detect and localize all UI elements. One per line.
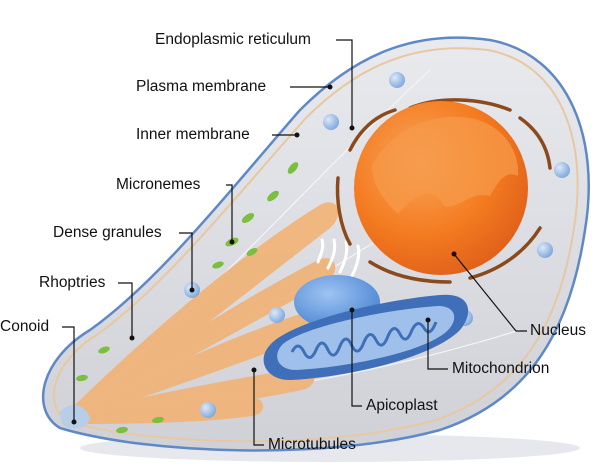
label-nucleus: Nucleus: [530, 322, 586, 339]
leader-apicoplast: [351, 310, 362, 407]
label-apicoplast: Apicoplast: [366, 397, 438, 414]
dense-granules-shape: [184, 72, 570, 418]
leader-er: [336, 39, 353, 128]
label-mitochondrion: Mitochondrion: [452, 360, 550, 377]
leader-mito: [427, 320, 448, 370]
leader-conoid: [62, 326, 75, 422]
inner-membrane-shape: [53, 47, 579, 443]
label-endoplasmic-reticulum: Endoplasmic reticulum: [155, 31, 311, 48]
leader-nucleus: [453, 253, 527, 332]
label-dense-granules: Dense granules: [53, 224, 162, 241]
nucleus-chromatin: [372, 116, 519, 214]
label-plasma-membrane: Plasma membrane: [136, 78, 267, 95]
leader-dense: [179, 232, 193, 290]
conoid-shape: [60, 404, 90, 429]
golgi-shape: [316, 238, 361, 278]
label-micronemes: Micronemes: [116, 176, 201, 193]
label-inner-membrane: Inner membrane: [136, 126, 250, 143]
leader-micronemes: [226, 184, 233, 242]
label-rhoptries: Rhoptries: [39, 274, 106, 291]
rhoptries-shape: [70, 202, 346, 424]
mitochondrion-cristae: [290, 321, 438, 359]
leader-microtubules: [253, 370, 264, 446]
label-conoid: Conoid: [0, 318, 50, 335]
leader-rhoptries: [118, 282, 133, 338]
label-microtubules: Microtubules: [268, 436, 356, 453]
